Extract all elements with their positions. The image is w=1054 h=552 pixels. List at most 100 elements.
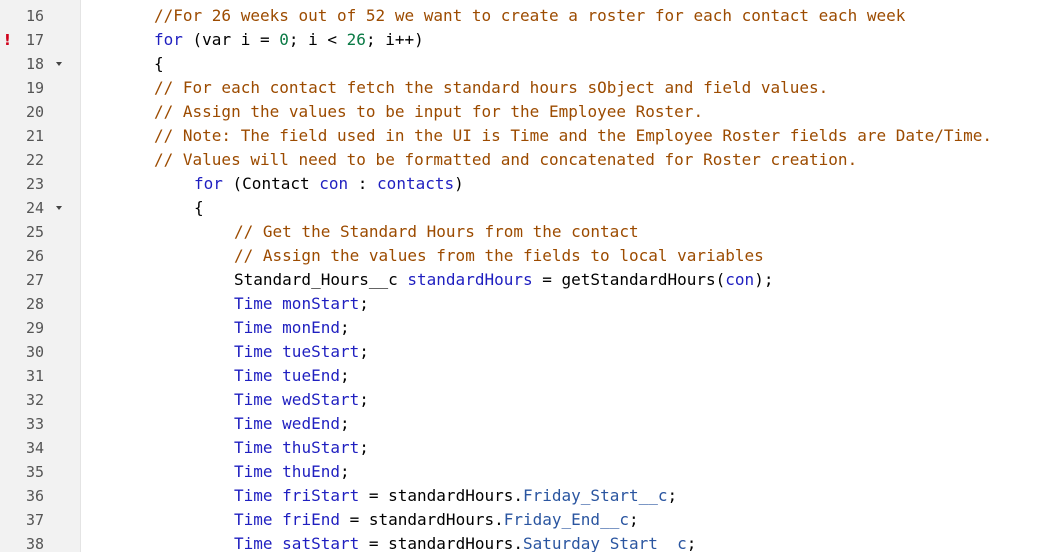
keyword: for (154, 30, 183, 49)
variable: thuStart (282, 438, 360, 457)
type-keyword: Time (234, 462, 273, 481)
type-keyword: Time (234, 366, 273, 385)
code-text[interactable]: Time satStart = standardHours.Saturday_S… (234, 532, 696, 552)
code-line-29: 29 Time monEnd; (0, 316, 1054, 340)
code-token: ; i < (288, 30, 347, 49)
code-text[interactable]: Time thuStart; (234, 436, 369, 460)
line-number: 38 (25, 535, 44, 552)
variable: wedEnd (282, 414, 340, 433)
code-line-35: 35 Time thuEnd; (0, 460, 1054, 484)
code-token: ; (339, 318, 350, 337)
fold-chevron-icon[interactable] (54, 196, 64, 220)
code-token: ; (359, 390, 369, 409)
line-number: 19 (25, 79, 44, 97)
code-text[interactable]: // Assign the values from the fields to … (234, 244, 764, 268)
code-comment: // For each contact fetch the standard h… (154, 78, 829, 97)
code-token: ; (667, 486, 678, 505)
type-keyword: Time (234, 510, 273, 529)
code-line-18: 18 { (0, 52, 1054, 76)
code-line-34: 34 Time thuStart; (0, 436, 1054, 460)
code-line-24: 24 { (0, 196, 1054, 220)
code-text[interactable]: Time friEnd = standardHours.Friday_End__… (234, 508, 639, 532)
line-number: 25 (25, 223, 44, 241)
type-keyword: Time (234, 414, 273, 433)
code-text[interactable]: Time friStart = standardHours.Friday_Sta… (234, 484, 677, 508)
variable: tueStart (282, 342, 360, 361)
code-text[interactable]: Time tueStart; (234, 340, 369, 364)
code-text[interactable]: // Assign the values to be input for the… (154, 100, 703, 124)
code-token: ; (628, 510, 639, 529)
number-literal: 0 (279, 30, 289, 49)
keyword: for (194, 174, 223, 193)
code-text[interactable]: // Note: The field used in the UI is Tim… (154, 124, 992, 148)
code-text[interactable]: // For each contact fetch the standard h… (154, 76, 828, 100)
code-comment: // Values will need to be formatted and … (154, 150, 858, 169)
line-number: 31 (25, 367, 44, 385)
code-text[interactable]: // Values will need to be formatted and … (154, 148, 857, 172)
variable: monStart (282, 294, 360, 313)
code-text[interactable]: { (154, 54, 164, 73)
line-number: 27 (25, 271, 44, 289)
number-literal: 26 (346, 30, 366, 49)
code-text[interactable]: Time wedStart; (234, 388, 369, 412)
code-text[interactable]: Time tueEnd; (234, 364, 350, 388)
code-token: ; i++) (365, 30, 424, 49)
code-line-21: 21 // Note: The field used in the UI is … (0, 124, 1054, 148)
line-number: 30 (25, 343, 44, 361)
type-keyword: Time (234, 318, 273, 337)
line-number: 18 (25, 55, 44, 73)
type-keyword: Time (234, 438, 273, 457)
field-name: Friday_End__c (503, 510, 629, 529)
code-token: ; (359, 294, 369, 313)
type-keyword: Time (234, 294, 273, 313)
code-line-20: 20 // Assign the values to be input for … (0, 100, 1054, 124)
code-text[interactable]: // Get the Standard Hours from the conta… (234, 220, 639, 244)
field-name: Saturday_Start__c (523, 534, 687, 552)
code-token: (Contact (222, 174, 320, 193)
code-token: ; (686, 534, 697, 552)
code-text[interactable]: Standard_Hours__c standardHours = getSta… (234, 268, 773, 292)
code-token: ; (359, 438, 369, 457)
line-number: 26 (25, 247, 44, 265)
code-text[interactable]: Time wedEnd; (234, 412, 350, 436)
line-number: 23 (25, 175, 44, 193)
code-token: ; (339, 414, 350, 433)
variable: standardHours (407, 270, 533, 289)
line-number-gutter (0, 0, 81, 552)
code-token: ; (339, 366, 350, 385)
variable: monEnd (282, 318, 340, 337)
code-lines: 16 //For 26 weeks out of 52 we want to c… (0, 4, 1054, 552)
code-line-38: 38 Time satStart = standardHours.Saturda… (0, 532, 1054, 552)
code-token: (var i = (182, 30, 280, 49)
variable: wedStart (282, 390, 360, 409)
line-number: 34 (25, 439, 44, 457)
code-comment: // Assign the values from the fields to … (234, 246, 764, 265)
line-number: 36 (25, 487, 44, 505)
type-keyword: Time (234, 534, 273, 552)
code-text[interactable]: Time monStart; (234, 292, 369, 316)
code-line-30: 30 Time tueStart; (0, 340, 1054, 364)
error-marker-icon[interactable]: ! (4, 31, 11, 49)
code-token: ) (454, 174, 464, 193)
code-text[interactable]: for (var i = 0; i < 26; i++) (154, 28, 424, 52)
code-line-33: 33 Time wedEnd; (0, 412, 1054, 436)
code-line-25: 25 // Get the Standard Hours from the co… (0, 220, 1054, 244)
fold-chevron-icon[interactable] (54, 52, 64, 76)
variable: con (725, 270, 755, 289)
code-comment: // Note: The field used in the UI is Tim… (154, 126, 993, 145)
code-comment: // Assign the values to be input for the… (154, 102, 704, 121)
code-text[interactable]: { (194, 198, 204, 217)
line-number: 32 (25, 391, 44, 409)
code-text[interactable]: //For 26 weeks out of 52 we want to crea… (154, 4, 905, 28)
variable: tueEnd (282, 366, 340, 385)
code-token: = standardHours. (339, 510, 504, 529)
line-number: 24 (25, 199, 44, 217)
code-text[interactable]: Time thuEnd; (234, 460, 350, 484)
variable: friEnd (282, 510, 340, 529)
code-text[interactable]: for (Contact con : contacts) (194, 172, 464, 196)
code-line-37: 37 Time friEnd = standardHours.Friday_En… (0, 508, 1054, 532)
variable: satStart (282, 534, 360, 552)
code-text[interactable]: Time monEnd; (234, 316, 350, 340)
code-comment: // Get the Standard Hours from the conta… (234, 222, 639, 241)
